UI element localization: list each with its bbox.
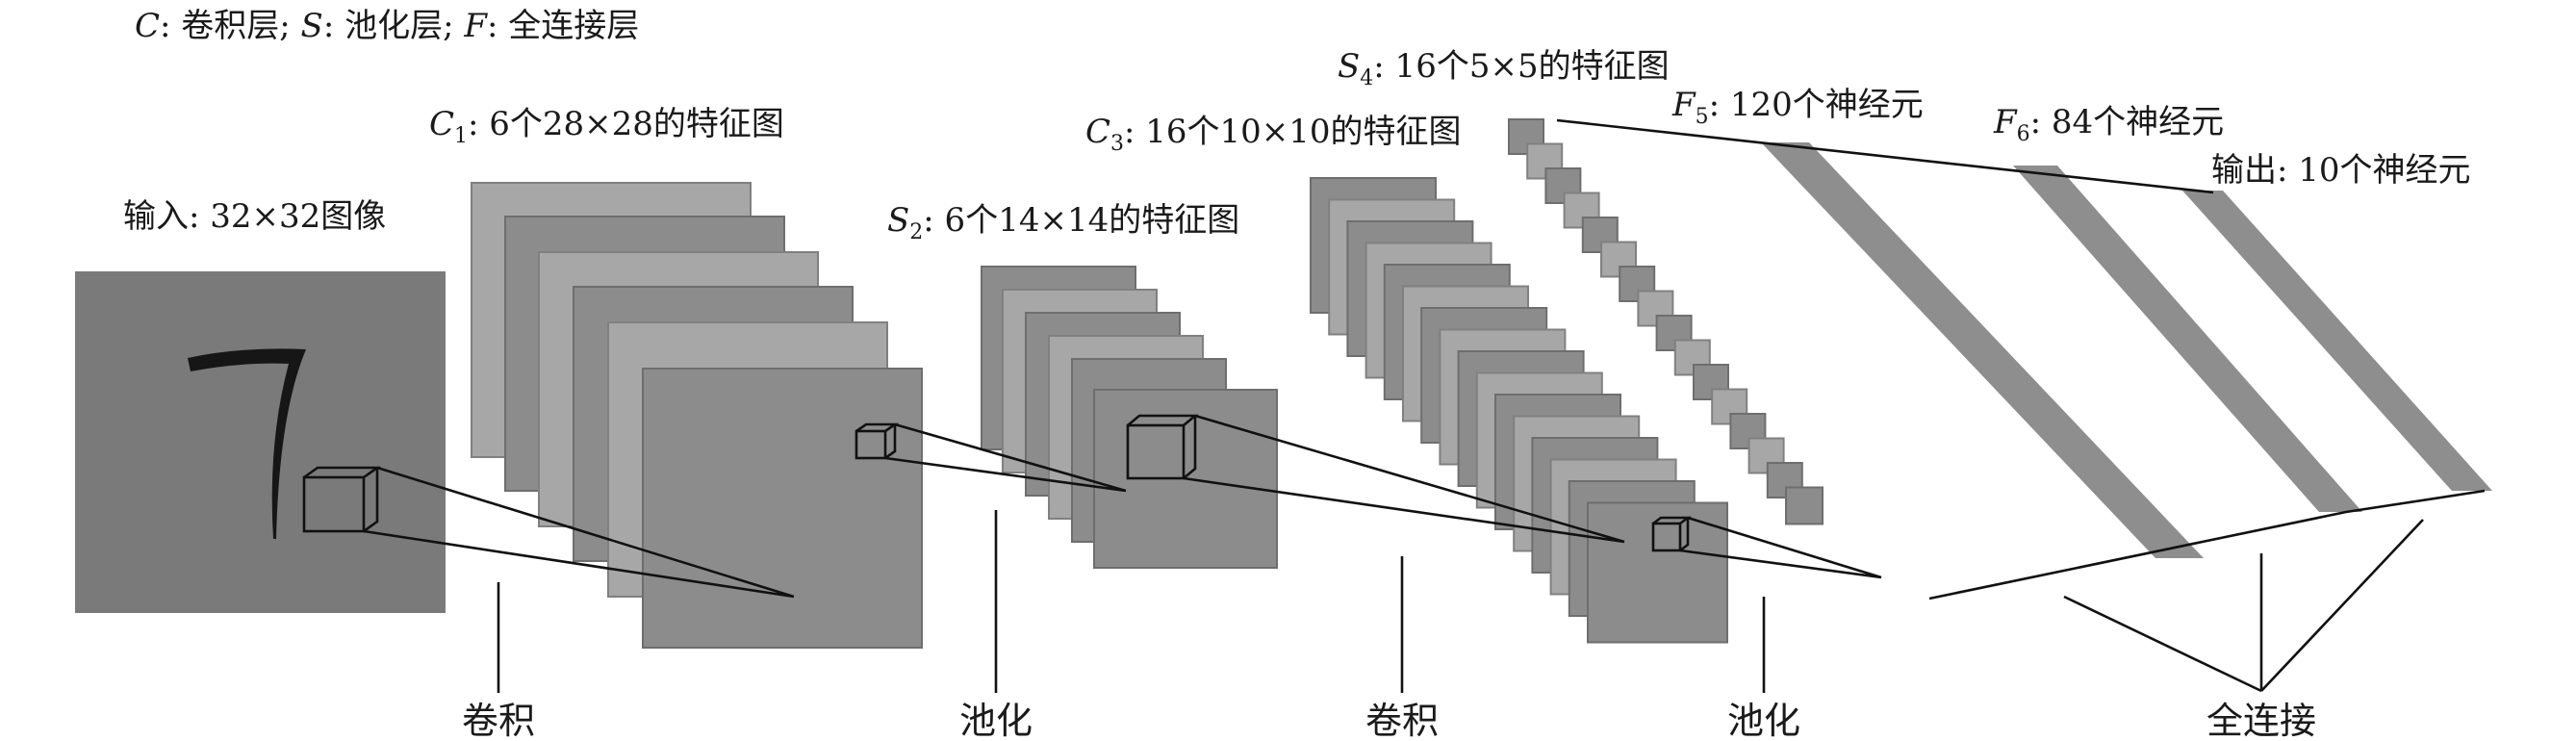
s4-map-12 <box>1711 388 1748 425</box>
op-conv1-label: 卷积 <box>462 700 535 741</box>
c1-letter: C <box>429 105 454 143</box>
c3-stack <box>1310 177 1728 644</box>
fc-layers <box>1556 118 2492 600</box>
s2-kernel-box <box>1126 423 1186 480</box>
c1-sub: 1 <box>454 124 468 148</box>
legend-s-desc: : 池化层; <box>323 7 465 45</box>
s4-sub: 4 <box>1360 66 1373 90</box>
f5-letter: F <box>1671 86 1696 124</box>
s2-kernel-depth <box>1127 414 1199 479</box>
c1-kernel-box <box>854 429 887 460</box>
f5-band <box>1761 142 2204 558</box>
op-conv1: 卷积 <box>462 582 535 741</box>
c3-sub: 3 <box>1110 132 1124 156</box>
c3-map-16 <box>1587 501 1728 644</box>
legend-c-desc: : 卷积层; <box>160 7 301 45</box>
s2-label: S2: 6个14×14的特征图 <box>887 201 1239 244</box>
f6-letter: F <box>1993 103 2018 141</box>
output-band <box>2182 191 2492 491</box>
c1-map-6 <box>642 368 923 649</box>
c1-kernel-depth <box>855 422 900 460</box>
legend-f-desc: : 全连接层 <box>487 7 639 45</box>
s2-stack <box>981 266 1278 569</box>
c3-label: C3: 16个10×10的特征图 <box>1085 113 1462 156</box>
s4-map-4 <box>1563 192 1600 229</box>
s2-text: : 6个14×14的特征图 <box>923 201 1239 240</box>
legend-s-key: S <box>301 7 323 45</box>
op-fc-label: 全连接 <box>2206 700 2316 741</box>
s4-map-16 <box>1785 486 1824 525</box>
s4-map-1 <box>1508 118 1544 155</box>
c3-kernel-box <box>1651 522 1682 552</box>
f5-label: F5: 120个神经元 <box>1671 86 1924 129</box>
op-conv2-label: 卷积 <box>1365 700 1439 741</box>
input-image <box>75 271 446 613</box>
s2-letter: S <box>887 201 909 240</box>
op-fc: 全连接 <box>2063 519 2424 741</box>
fc-top-line <box>1556 118 2214 194</box>
legend: C: 卷积层; S: 池化层; F: 全连接层 <box>135 7 639 45</box>
s4-text: : 16个5×5的特征图 <box>1373 47 1669 86</box>
fc-bottom-line <box>1928 489 2486 600</box>
c1-stack <box>471 182 923 649</box>
op-fc-ticks <box>2063 519 2424 693</box>
input-kernel-box <box>302 475 366 533</box>
input-digit-7 <box>188 348 306 539</box>
input-kernel-depth <box>303 466 382 533</box>
s4-stack <box>1508 118 1824 525</box>
legend-c-key: C <box>135 7 160 45</box>
output-label: 输出: 10个神经元 <box>2211 151 2471 190</box>
s4-map-11 <box>1693 364 1729 400</box>
op-conv2: 卷积 <box>1365 556 1439 741</box>
proj-s2-c3 <box>1183 414 1625 544</box>
op-pool1-label: 池化 <box>959 700 1033 741</box>
f6-band <box>2013 166 2362 512</box>
proj-c3-s4 <box>1679 516 1882 579</box>
s2-sub: 2 <box>909 220 923 244</box>
s4-label: S4: 16个5×5的特征图 <box>1338 47 1670 90</box>
f6-label: F6: 84个神经元 <box>1993 103 2224 146</box>
input-label: 输入: 32×32图像 <box>123 197 386 236</box>
c3-kernel-depth <box>1652 516 1692 552</box>
f6-sub: 6 <box>2017 122 2030 146</box>
projection-lines <box>363 414 1882 599</box>
op-pool2-label: 池化 <box>1727 700 1800 741</box>
input-image-bg <box>75 271 446 613</box>
c3-letter: C <box>1085 113 1110 151</box>
proj-input-c1 <box>363 466 795 599</box>
c3-kernel <box>1651 516 1692 552</box>
f6-text: : 84个神经元 <box>2030 103 2225 141</box>
op-pool1: 池化 <box>959 510 1033 741</box>
f5-text: : 120个神经元 <box>1709 86 1924 124</box>
legend-f-key: F <box>463 7 488 45</box>
op-pool2: 池化 <box>1727 597 1800 741</box>
proj-c1-s2 <box>884 422 1127 493</box>
c3-text: : 16个10×10的特征图 <box>1124 113 1462 151</box>
f5-sub: 5 <box>1696 105 1709 129</box>
s4-letter: S <box>1338 47 1360 86</box>
c1-text: : 6个28×28的特征图 <box>468 105 784 143</box>
c1-label: C1: 6个28×28的特征图 <box>429 105 784 148</box>
